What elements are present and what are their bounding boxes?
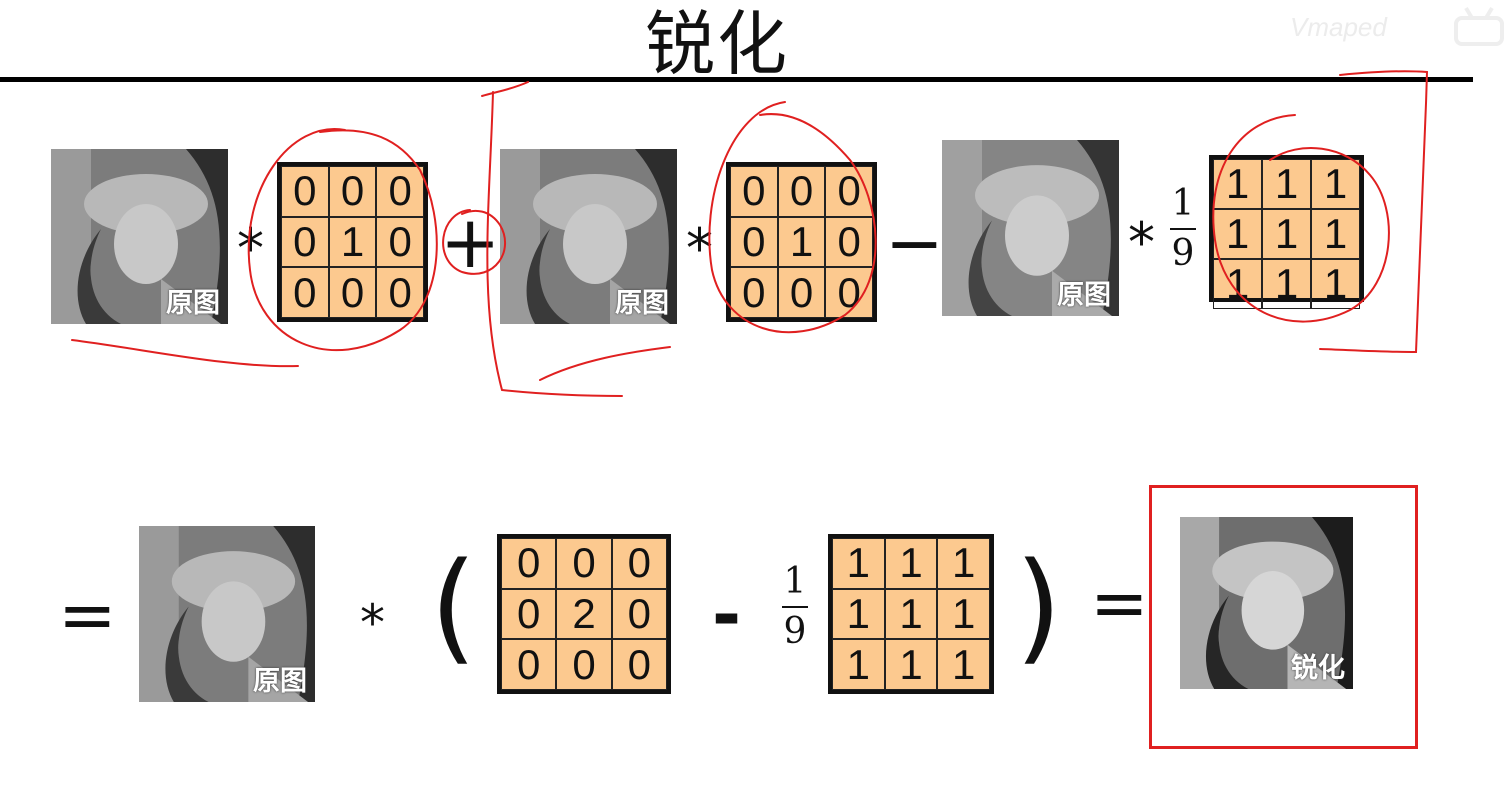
kernel-cell: 1 <box>1311 159 1360 209</box>
fraction-bar <box>1170 228 1196 230</box>
convolve-operator: * <box>686 217 713 280</box>
kernel-cell: 1 <box>937 538 990 589</box>
kernel-cell: 0 <box>730 267 778 318</box>
left-parenthesis: ( <box>430 538 477 677</box>
kernel-cell: 0 <box>281 216 329 268</box>
kernel-cell: 1 <box>937 639 990 690</box>
kernel-cell: 0 <box>501 538 557 589</box>
image-label: 原图 <box>1057 280 1111 311</box>
kernel-cell: 0 <box>556 538 612 589</box>
fraction-denominator: 9 <box>783 611 807 652</box>
right-parenthesis: ) <box>1015 538 1062 677</box>
kernel-cell: 0 <box>825 267 873 318</box>
bilibili-logo-icon <box>1454 6 1504 46</box>
watermark-text: Vmaped <box>1290 12 1387 42</box>
kernel-cell: 0 <box>825 216 873 268</box>
kernel-cell: 0 <box>611 588 667 640</box>
kernel-cell: 1 <box>1213 259 1262 309</box>
portrait-photo-icon <box>1180 517 1353 689</box>
image-label: 锐化 <box>1291 653 1345 684</box>
kernel-cell: 0 <box>328 166 377 217</box>
original-image-4: 原图 <box>139 526 315 702</box>
identity-kernel-2: 0 0 0 0 1 0 0 0 0 <box>726 162 877 322</box>
kernel-cell: 0 <box>777 267 826 318</box>
kernel-cell: 1 <box>1262 159 1311 209</box>
kernel-cell: 1 <box>777 216 826 268</box>
kernel-cell: 0 <box>730 216 778 268</box>
kernel-cell: 1 <box>1262 259 1311 309</box>
fraction-one-ninth: 1 9 <box>782 564 808 650</box>
title-divider <box>0 77 1473 82</box>
convolve-operator: * <box>360 594 385 652</box>
equals-operator: = <box>58 574 117 656</box>
fraction-numerator: 1 <box>783 561 807 602</box>
kernel-cell: 2 <box>556 588 612 640</box>
convolve-operator: * <box>1128 211 1155 274</box>
page-title: 锐化 <box>645 3 789 85</box>
kernel-cell: 0 <box>611 538 667 589</box>
kernel-cell: 0 <box>825 166 873 217</box>
kernel-cell: 0 <box>281 267 329 318</box>
plus-operator: + <box>440 200 501 284</box>
kernel-cell: 1 <box>884 588 938 640</box>
sharpened-image: 锐化 <box>1180 517 1353 689</box>
box-kernel-2: 1 1 1 1 1 1 1 1 1 <box>828 534 994 694</box>
image-label: 原图 <box>615 288 669 319</box>
original-image-1: 原图 <box>51 149 228 324</box>
double-identity-kernel: 0 0 0 0 2 0 0 0 0 <box>497 534 671 694</box>
kernel-cell: 1 <box>937 588 990 640</box>
original-image-2: 原图 <box>500 149 677 324</box>
fraction-one-ninth: 1 9 <box>1170 186 1196 272</box>
kernel-cell: 0 <box>556 639 612 690</box>
kernel-cell: 0 <box>376 267 424 318</box>
kernel-cell: 0 <box>730 166 778 217</box>
kernel-cell: 1 <box>832 588 885 640</box>
kernel-cell: 0 <box>376 166 424 217</box>
kernel-cell: 0 <box>501 588 557 640</box>
fraction-bar <box>782 606 808 608</box>
image-label: 原图 <box>253 666 307 697</box>
original-image-3: 原图 <box>942 140 1119 316</box>
minus-operator: - <box>712 574 742 656</box>
kernel-cell: 1 <box>1311 259 1360 309</box>
kernel-cell: 0 <box>611 639 667 690</box>
identity-kernel-1: 0 0 0 0 1 0 0 0 0 <box>277 162 428 322</box>
fraction-denominator: 9 <box>1171 233 1195 274</box>
kernel-cell: 1 <box>832 639 885 690</box>
result-highlight-box <box>1149 485 1418 749</box>
kernel-cell: 1 <box>1213 209 1262 259</box>
kernel-cell: 1 <box>884 538 938 589</box>
kernel-cell: 0 <box>501 639 557 690</box>
kernel-cell: 1 <box>328 216 377 268</box>
kernel-cell: 1 <box>832 538 885 589</box>
kernel-cell: 1 <box>884 639 938 690</box>
equals-operator: = <box>1090 562 1149 644</box>
kernel-cell: 1 <box>1311 209 1360 259</box>
image-label: 原图 <box>166 288 220 319</box>
fraction-numerator: 1 <box>1171 183 1195 224</box>
kernel-cell: 0 <box>281 166 329 217</box>
kernel-cell: 1 <box>1262 209 1311 259</box>
minus-operator: − <box>885 202 944 284</box>
kernel-cell: 0 <box>376 216 424 268</box>
box-kernel-1: 1 1 1 1 1 1 1 1 1 <box>1209 155 1364 309</box>
portrait-photo-icon <box>942 140 1119 316</box>
portrait-photo-icon <box>139 526 315 702</box>
convolve-operator: * <box>237 217 264 280</box>
portrait-photo-icon <box>51 149 228 324</box>
kernel-cell: 1 <box>1213 159 1262 209</box>
kernel-cell: 0 <box>777 166 826 217</box>
kernel-cell: 0 <box>328 267 377 318</box>
